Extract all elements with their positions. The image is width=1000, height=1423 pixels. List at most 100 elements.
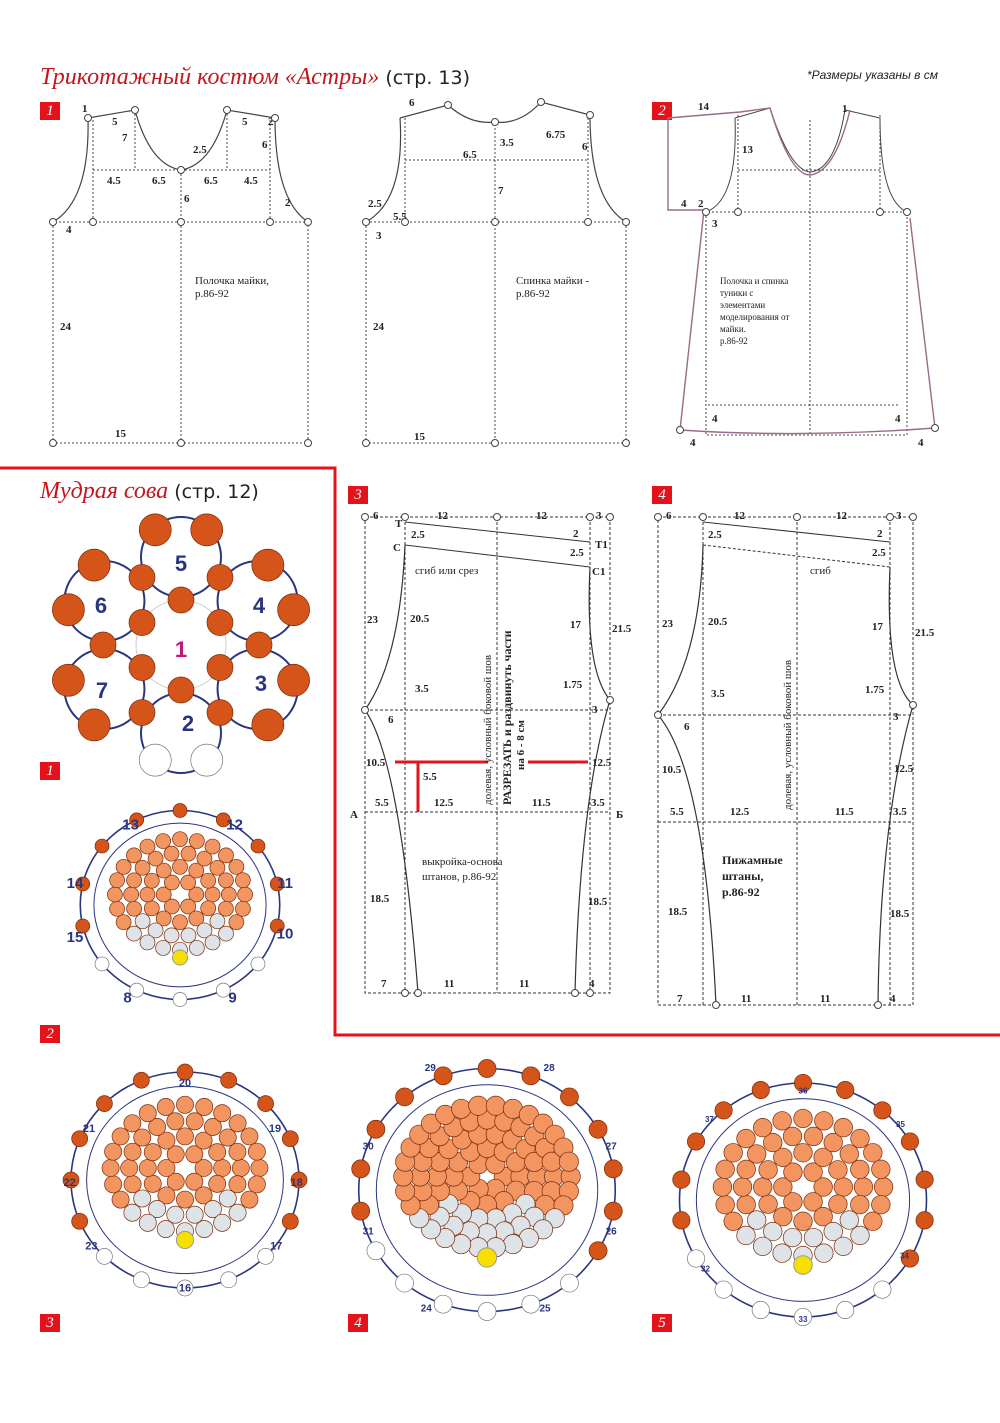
bead bbox=[715, 1159, 735, 1179]
dimension-label: 2.5 bbox=[708, 529, 722, 541]
bead bbox=[900, 1249, 919, 1268]
pattern-point bbox=[223, 106, 231, 114]
bead bbox=[782, 1126, 803, 1147]
bead bbox=[873, 1280, 892, 1299]
bead bbox=[138, 1213, 157, 1232]
bead bbox=[235, 872, 251, 889]
dimension-label: 23 bbox=[662, 618, 674, 630]
bead bbox=[188, 833, 205, 849]
pattern-point bbox=[537, 98, 545, 106]
bead bbox=[203, 1200, 222, 1218]
bead bbox=[235, 900, 251, 917]
dimension-label: 11.5 bbox=[835, 806, 854, 818]
bead bbox=[915, 1170, 934, 1189]
bead bbox=[215, 812, 231, 828]
bead bbox=[836, 1300, 855, 1319]
dimension-label: 7 bbox=[122, 132, 128, 144]
bead bbox=[220, 1271, 237, 1289]
bead bbox=[180, 845, 197, 862]
bead bbox=[803, 1126, 824, 1147]
bead bbox=[763, 1132, 783, 1153]
bead bbox=[245, 631, 273, 659]
bead bbox=[521, 1066, 541, 1086]
pattern-point bbox=[84, 114, 92, 122]
bead bbox=[228, 1142, 247, 1161]
bead bbox=[714, 1280, 733, 1299]
figure-badge: 3 bbox=[40, 1314, 60, 1332]
bead bbox=[247, 1142, 266, 1161]
bead bbox=[138, 1104, 157, 1123]
bead bbox=[111, 1127, 130, 1146]
pattern-point bbox=[622, 218, 630, 226]
bead bbox=[163, 927, 180, 944]
segment-number: 30 bbox=[363, 1142, 375, 1153]
bead bbox=[228, 1203, 247, 1222]
title-text: Мудрая сова bbox=[40, 478, 169, 504]
dimension-label: 6 bbox=[409, 97, 415, 109]
bead bbox=[157, 1131, 176, 1150]
bead bbox=[185, 1172, 204, 1191]
dimension-label: 14 bbox=[698, 101, 710, 113]
pattern-point bbox=[586, 513, 594, 521]
pattern-caption: р.86-92 bbox=[195, 288, 229, 300]
bead bbox=[155, 910, 172, 927]
bead bbox=[166, 1112, 185, 1131]
bead bbox=[129, 812, 145, 828]
bead bbox=[228, 914, 245, 931]
bead bbox=[850, 1194, 870, 1215]
dimension-label: 12 bbox=[734, 510, 746, 522]
bead bbox=[251, 708, 285, 742]
dimension-label: 20.5 bbox=[410, 613, 430, 625]
bead bbox=[732, 1177, 753, 1197]
bead bbox=[833, 1177, 853, 1197]
bead bbox=[126, 872, 142, 889]
bead bbox=[588, 1241, 608, 1261]
bead bbox=[269, 918, 285, 934]
dimension-label: 4 bbox=[66, 224, 72, 236]
bead bbox=[228, 858, 245, 875]
dimension-label: 11 bbox=[519, 978, 529, 990]
bead bbox=[52, 593, 85, 627]
bead bbox=[166, 1145, 185, 1164]
bead bbox=[853, 1177, 874, 1197]
pattern-point bbox=[49, 218, 57, 226]
pattern-point bbox=[654, 711, 662, 719]
segment-number: 12 bbox=[226, 816, 243, 833]
bead bbox=[190, 513, 224, 547]
bead bbox=[188, 862, 205, 879]
bead bbox=[723, 1211, 743, 1231]
bead bbox=[111, 1190, 130, 1209]
bead bbox=[772, 1243, 792, 1263]
dimension-label: 11 bbox=[820, 993, 830, 1005]
segment-number: 7 bbox=[96, 678, 108, 703]
bead bbox=[213, 1159, 232, 1177]
bead bbox=[793, 1143, 813, 1163]
pattern-point bbox=[909, 513, 917, 521]
dimension-label: 3.5 bbox=[500, 137, 514, 149]
segment-number: 8 bbox=[123, 990, 131, 1007]
bead bbox=[167, 586, 195, 614]
dimension-label: 5 bbox=[112, 116, 118, 128]
bead bbox=[147, 922, 164, 939]
bead bbox=[281, 1212, 299, 1230]
bead bbox=[736, 1159, 756, 1180]
bead bbox=[477, 1302, 497, 1321]
dimension-label: 12 bbox=[836, 510, 848, 522]
bead bbox=[104, 1142, 123, 1161]
dimension-label: 7 bbox=[498, 185, 504, 197]
dimension-label: 2 bbox=[698, 198, 704, 210]
bead bbox=[773, 1147, 793, 1167]
bead bbox=[281, 1130, 299, 1148]
bead bbox=[188, 910, 205, 927]
segment-number: 21 bbox=[83, 1123, 95, 1135]
pattern-point bbox=[401, 989, 409, 997]
bead bbox=[120, 1159, 139, 1177]
dimension-label: 11.5 bbox=[532, 797, 551, 809]
bead bbox=[148, 1200, 167, 1218]
bead bbox=[250, 838, 266, 854]
dimension-label: 4 bbox=[690, 437, 696, 449]
grain-label: долевая, условный боковой шов bbox=[482, 655, 494, 805]
dimension-label: 12.5 bbox=[592, 757, 612, 769]
